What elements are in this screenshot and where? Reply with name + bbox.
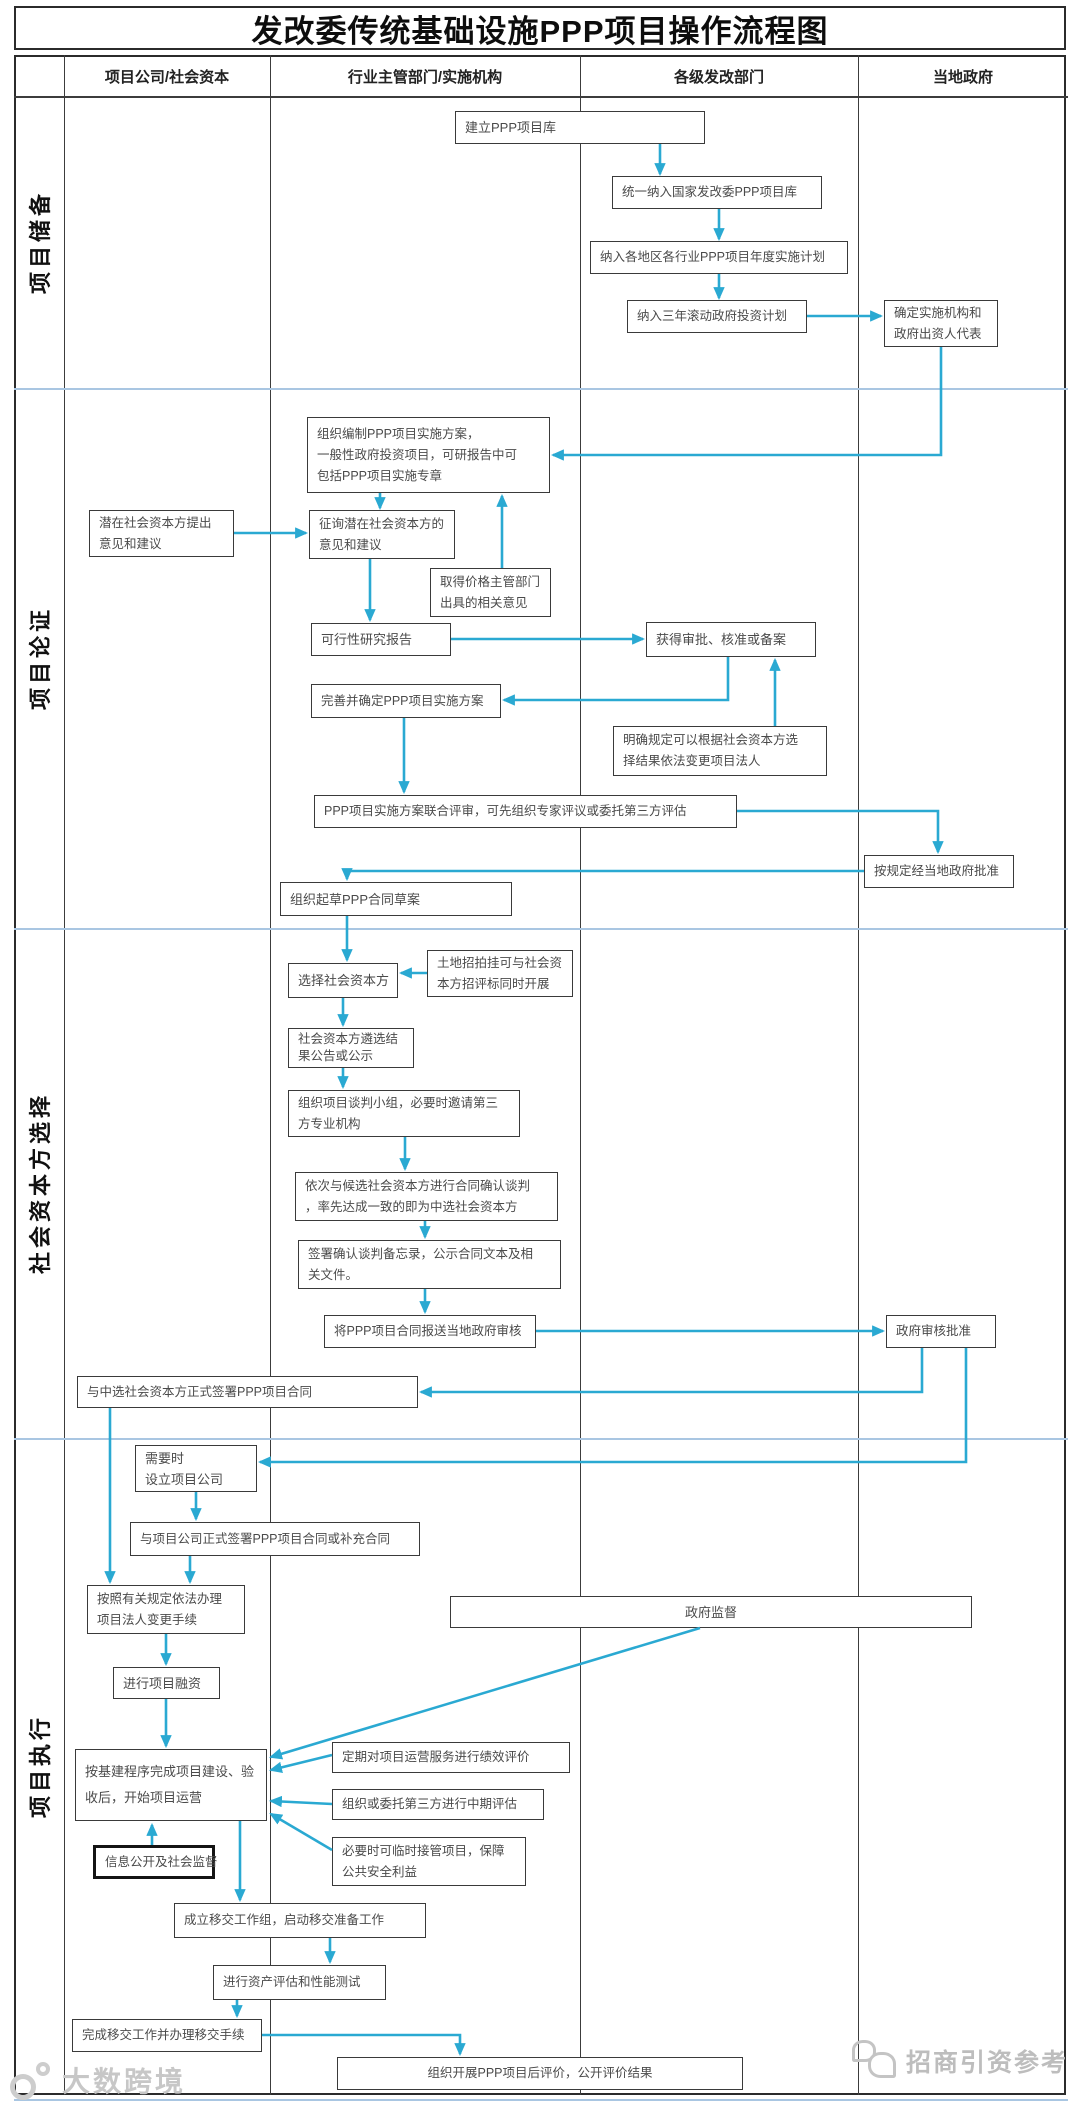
flow-node: 取得价格主管部门出具的相关意见 bbox=[430, 568, 551, 617]
flow-node: 组织开展PPP项目后评价，公开评价结果 bbox=[337, 2057, 743, 2090]
watermark-left-text: 大数跨境 bbox=[62, 2066, 187, 2097]
flow-node: 组织起草PPP合同草案 bbox=[280, 882, 512, 916]
flow-node: 组织编制PPP项目实施方案，一般性政府投资项目，可研报告中可包括PPP项目实施专… bbox=[307, 417, 550, 493]
dashu-logo-icon bbox=[10, 2060, 54, 2100]
flow-node: 明确规定可以根据社会资本方选择结果依法变更项目法人 bbox=[613, 726, 827, 776]
flow-node: 依次与候选社会资本方进行合同确认谈判，率先达成一致的即为中选社会资本方 bbox=[295, 1172, 558, 1221]
flow-node: 建立PPP项目库 bbox=[455, 111, 705, 144]
flow-node: 获得审批、核准或备案 bbox=[646, 622, 816, 657]
flow-node: 将PPP项目合同报送当地政府审核 bbox=[324, 1315, 536, 1348]
flow-node: 必要时可临时接管项目，保障公共安全利益 bbox=[332, 1837, 526, 1886]
grid-line bbox=[64, 55, 65, 2095]
section-divider bbox=[14, 388, 1068, 390]
flow-node: 需要时设立项目公司 bbox=[135, 1445, 257, 1492]
grid-line bbox=[858, 55, 859, 2095]
watermark-zhaoshang: 招商引资参考 bbox=[852, 2040, 1068, 2082]
flow-node: 政府监督 bbox=[450, 1596, 972, 1628]
flow-node: 征询潜在社会资本方的意见和建议 bbox=[309, 510, 455, 559]
phase-label: 项目执行 bbox=[28, 1713, 53, 1819]
flow-node: 确定实施机构和政府出资人代表 bbox=[884, 300, 998, 347]
watermark-right-text: 招商引资参考 bbox=[906, 2049, 1069, 2077]
section-divider bbox=[14, 1438, 1068, 1440]
flow-node: 定期对项目运营服务进行绩效评价 bbox=[332, 1742, 570, 1773]
column-header: 当地政府 bbox=[932, 69, 993, 86]
diagram-title: 发改委传统基础设施PPP项目操作流程图 bbox=[251, 13, 829, 49]
section-divider bbox=[14, 928, 1068, 930]
column-header: 项目公司/社会资本 bbox=[104, 69, 230, 86]
grid-line bbox=[14, 96, 1068, 98]
flow-node: 纳入各地区各行业PPP项目年度实施计划 bbox=[590, 241, 848, 274]
flow-node: 成立移交工作组，启动移交准备工作 bbox=[174, 1903, 426, 1938]
flow-node: 签署确认谈判备忘录，公示合同文本及相关文件。 bbox=[298, 1240, 561, 1289]
flow-node: 按基建程序完成项目建设、验收后，开始项目运营 bbox=[75, 1749, 267, 1821]
flow-node: 完善并确定PPP项目实施方案 bbox=[311, 684, 501, 718]
flow-node: 进行资产评估和性能测试 bbox=[213, 1965, 386, 2000]
flow-node: 可行性研究报告 bbox=[311, 623, 451, 656]
title-box: 发改委传统基础设施PPP项目操作流程图 bbox=[14, 6, 1066, 50]
flow-node: 政府审核批准 bbox=[886, 1315, 996, 1348]
flow-node: 与项目公司正式签署PPP项目合同或补充合同 bbox=[130, 1522, 420, 1556]
grid-line bbox=[270, 55, 271, 2095]
table-frame bbox=[14, 55, 1066, 2095]
phase-label: 社会资本方选择 bbox=[28, 1091, 53, 1275]
flow-node: 与中选社会资本方正式签署PPP项目合同 bbox=[77, 1376, 418, 1408]
flow-node: 土地招拍挂可与社会资本方招评标同时开展 bbox=[427, 950, 573, 997]
flow-node: 选择社会资本方 bbox=[288, 963, 398, 998]
flow-node: 统一纳入国家发改委PPP项目库 bbox=[612, 176, 822, 209]
section-divider bbox=[14, 2099, 1068, 2101]
flow-node: 按规定经当地政府批准 bbox=[864, 855, 1014, 888]
phase-label: 项目论证 bbox=[28, 605, 53, 711]
flow-node: 潜在社会资本方提出意见和建议 bbox=[89, 510, 234, 557]
column-header: 各级发改部门 bbox=[673, 69, 764, 86]
flow-node: 进行项目融资 bbox=[113, 1667, 220, 1699]
flow-node: 信息公开及社会监督 bbox=[93, 1845, 218, 1879]
flow-node: 纳入三年滚动政府投资计划 bbox=[627, 300, 807, 333]
flow-node: PPP项目实施方案联合评审，可先组织专家评议或委托第三方评估 bbox=[314, 795, 737, 828]
grid-line bbox=[580, 55, 581, 2095]
column-header: 行业主管部门/实施机构 bbox=[347, 69, 503, 86]
phase-label: 项目储备 bbox=[28, 189, 53, 295]
flow-node: 社会资本方遴选结果公告或公示 bbox=[288, 1028, 414, 1068]
flow-node: 组织项目谈判小组，必要时邀请第三方专业机构 bbox=[288, 1090, 520, 1137]
chat-bubbles-icon bbox=[852, 2040, 898, 2082]
flow-node: 按照有关规定依法办理项目法人变更手续 bbox=[87, 1585, 245, 1634]
watermark-dashukuajing: 大数跨境 bbox=[10, 2060, 186, 2100]
flow-node: 组织或委托第三方进行中期评估 bbox=[332, 1789, 544, 1820]
flow-node: 完成移交工作并办理移交手续 bbox=[72, 2019, 262, 2052]
